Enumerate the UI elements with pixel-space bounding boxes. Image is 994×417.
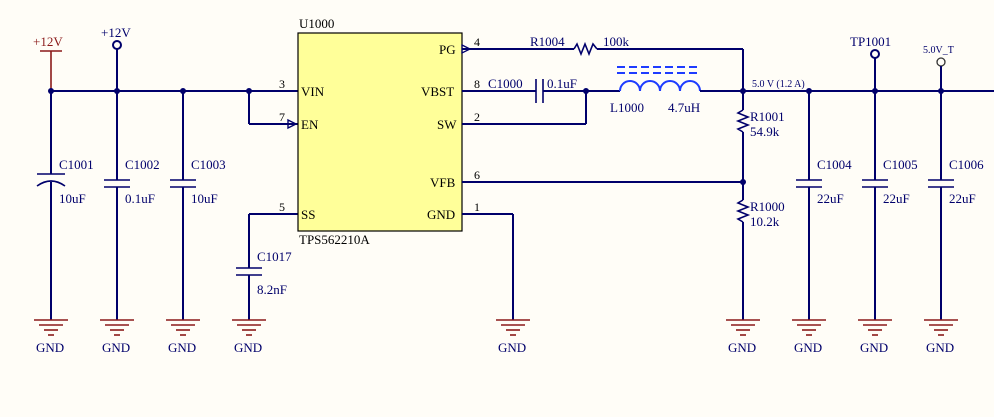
svg-text:0.1uF: 0.1uF — [547, 76, 577, 91]
power-label: +12V — [101, 25, 131, 40]
cap-c1004: C1004 22uF — [796, 91, 852, 320]
resistor-r1000: R1000 10.2k — [735, 199, 785, 320]
power-label: +12V — [33, 34, 63, 49]
svg-text:10uF: 10uF — [59, 191, 86, 206]
ground-icon: GND — [924, 319, 958, 355]
junctions — [48, 88, 944, 185]
ic-part: TPS562210A — [299, 232, 370, 247]
resistor-r1004: R1004 100k — [462, 34, 743, 57]
svg-text:22uF: 22uF — [817, 191, 844, 206]
svg-text:R1004: R1004 — [530, 34, 565, 49]
svg-text:8.2nF: 8.2nF — [257, 282, 287, 297]
ground-label: GND — [234, 340, 262, 355]
svg-text:10.2k: 10.2k — [750, 214, 780, 229]
svg-text:VFB: VFB — [430, 175, 456, 190]
ground-icon: GND — [726, 319, 760, 355]
svg-text:C1001: C1001 — [59, 157, 94, 172]
ground-icon: GND — [792, 319, 826, 355]
svg-text:1: 1 — [474, 200, 480, 214]
inductor-l1000: L1000 4.7uH — [610, 66, 994, 115]
cap-c1006: C1006 22uF — [928, 91, 984, 320]
ground-label: GND — [728, 340, 756, 355]
svg-text:0.1uF: 0.1uF — [125, 191, 155, 206]
svg-text:22uF: 22uF — [883, 191, 910, 206]
svg-text:EN: EN — [301, 117, 319, 132]
cap-c1001: C1001 10uF — [36, 91, 94, 320]
ground-icon: GND — [858, 319, 892, 355]
testpoint-tp1001: TP1001 — [850, 34, 891, 91]
svg-text:54.9k: 54.9k — [750, 124, 780, 139]
ground-label: GND — [498, 340, 526, 355]
svg-text:TP1001: TP1001 — [850, 34, 891, 49]
svg-text:VIN: VIN — [301, 84, 325, 99]
ground-label: GND — [794, 340, 822, 355]
svg-text:4.7uH: 4.7uH — [668, 100, 700, 115]
ground-icon: GND — [496, 319, 530, 355]
svg-text:2: 2 — [474, 110, 480, 124]
ground-symbols: GND GND GND GND GND GND GND GND GND — [34, 319, 958, 355]
svg-text:SS: SS — [301, 207, 315, 222]
cap-c1005: C1005 22uF — [862, 91, 918, 320]
power-12v-red: +12V — [33, 34, 63, 91]
ground-icon: GND — [34, 319, 68, 355]
svg-text:8: 8 — [474, 77, 480, 91]
svg-text:L1000: L1000 — [610, 100, 644, 115]
svg-text:C1000: C1000 — [488, 76, 523, 91]
ground-label: GND — [102, 340, 130, 355]
svg-text:3: 3 — [279, 77, 285, 91]
ground-label: GND — [36, 340, 64, 355]
svg-text:PG: PG — [439, 42, 456, 57]
en-arrow-icon — [287, 118, 298, 130]
svg-text:C1006: C1006 — [949, 157, 984, 172]
svg-text:6: 6 — [474, 168, 480, 182]
cap-c1000: C1000 0.1uF — [462, 76, 620, 103]
svg-text:C1003: C1003 — [191, 157, 226, 172]
ground-icon: GND — [232, 319, 266, 355]
ic-ref: U1000 — [299, 16, 334, 31]
ground-label: GND — [926, 340, 954, 355]
svg-text:SW: SW — [437, 117, 457, 132]
svg-text:100k: 100k — [603, 34, 630, 49]
testpoint-5v0t: 5.0V_T — [923, 45, 954, 91]
cap-c1002: C1002 0.1uF — [104, 91, 160, 320]
ic-u1000: U1000 TPS562210A 3 VIN 7 EN 5 SS 4 PG 8 … — [279, 16, 480, 247]
net-label: 5.0 V (1.2 A) — [752, 79, 805, 90]
svg-text:R1001: R1001 — [750, 109, 785, 124]
svg-text:VBST: VBST — [421, 84, 454, 99]
svg-text:GND: GND — [427, 207, 455, 222]
cap-c1003: C1003 10uF — [170, 91, 226, 320]
svg-text:C1017: C1017 — [257, 249, 292, 264]
svg-text:5: 5 — [279, 200, 285, 214]
svg-text:R1000: R1000 — [750, 199, 785, 214]
svg-text:22uF: 22uF — [949, 191, 976, 206]
svg-text:7: 7 — [279, 110, 285, 124]
ground-icon: GND — [166, 319, 200, 355]
ground-label: GND — [168, 340, 196, 355]
ground-icon: GND — [100, 319, 134, 355]
svg-text:C1005: C1005 — [883, 157, 918, 172]
svg-text:C1004: C1004 — [817, 157, 852, 172]
svg-text:4: 4 — [474, 35, 480, 49]
resistor-r1001: R1001 54.9k — [735, 91, 785, 200]
power-12v-blue: +12V — [101, 25, 131, 91]
cap-c1017: C1017 8.2nF — [236, 213, 298, 320]
ground-label: GND — [860, 340, 888, 355]
svg-text:10uF: 10uF — [191, 191, 218, 206]
svg-text:C1002: C1002 — [125, 157, 160, 172]
svg-text:5.0V_T: 5.0V_T — [923, 45, 954, 56]
